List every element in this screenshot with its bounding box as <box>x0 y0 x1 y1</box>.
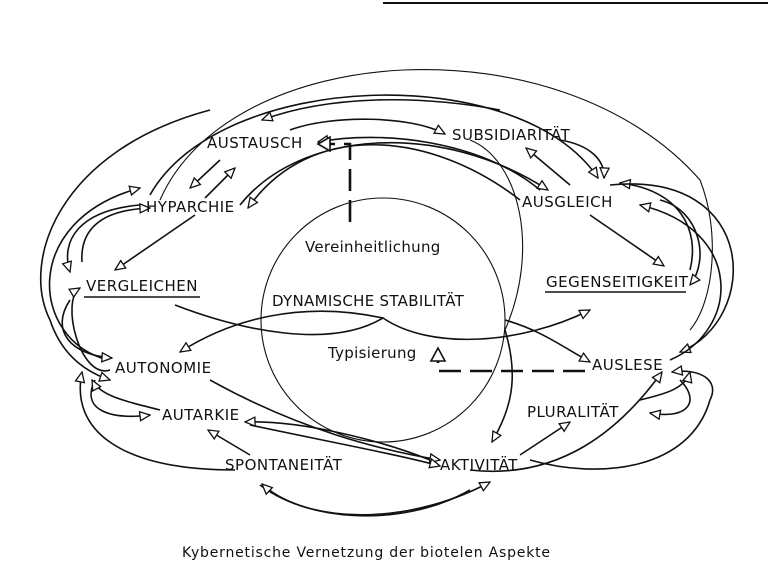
edge-vergleichen-hyparchie <box>81 208 150 263</box>
label-vereinheitlichung: Vereinheitlichung <box>305 238 441 256</box>
edge-subsid-austausch <box>262 98 501 120</box>
edge-austausch-hyparchie <box>190 159 221 188</box>
node-vergleichen: VERGLEICHEN <box>86 277 198 295</box>
dash-typisierung <box>436 358 585 373</box>
edge-aktivitaet-pluralitaet <box>519 422 570 456</box>
edge-right-outer-ausgleich <box>620 183 694 271</box>
edge-aktivitaet-spontan <box>262 484 471 517</box>
edge-center-autonomie <box>180 310 384 352</box>
edge-right-outer-1 <box>609 183 734 352</box>
edge-center-aktivitaet <box>492 329 514 442</box>
label-dynamische-stabilitaet: DYNAMISCHE STABILITÄT <box>272 291 465 310</box>
edge-autarkie-aktivitaet <box>249 424 440 466</box>
edge-hyparchie-vergleichen <box>68 204 141 272</box>
node-autarkie: AUTARKIE <box>162 406 240 424</box>
edge-aktivitaet-autarkie <box>245 422 431 461</box>
dash-vereinheitlichung <box>322 142 352 222</box>
edge-ausgleich-gegenseitigkeit <box>589 214 664 266</box>
node-auslese: AUSLESE <box>592 356 663 374</box>
node-pluralitaet: PLURALITÄT <box>527 402 619 421</box>
inner-arc <box>469 139 524 331</box>
label-typisierung: Typisierung <box>327 344 417 362</box>
edge-ausgleich-subsid <box>526 148 571 186</box>
node-autonomie: AUTONOMIE <box>115 359 212 377</box>
node-hyparchie: HYPARCHIE <box>146 198 235 216</box>
node-gegenseitigkeit: GEGENSEITIGKEIT <box>546 273 689 291</box>
edge-left-outer-2 <box>48 188 140 361</box>
edge-austausch-subsid <box>289 118 445 134</box>
edge-pluralitaet-auslese <box>639 372 690 401</box>
edge-vergleichen-autonomie <box>61 299 112 358</box>
edge-bottom-right-loop <box>529 371 714 470</box>
node-aktivitaet: AKTIVITÄT <box>440 455 518 474</box>
node-ausgleich: AUSGLEICH <box>522 193 613 211</box>
edge-gegenseitigkeit-right <box>659 199 700 285</box>
center-wave-lower <box>174 304 590 341</box>
edge-hyparchie-ausgleich-1 <box>239 141 548 206</box>
central-circle <box>260 197 506 443</box>
edge-hyparchie-austausch <box>204 168 235 199</box>
dash-vereinheitlichung-head <box>316 135 331 153</box>
outer-arc-top <box>159 69 713 331</box>
edge-subsid-ausgleich <box>559 139 604 178</box>
node-spontaneitaet: SPONTANEITÄT <box>225 455 343 474</box>
edge-left-outer <box>39 109 211 380</box>
outer-arc-top-2 <box>149 94 598 196</box>
edge-aktivitaet-auslese <box>469 372 662 472</box>
edge-autonomie-aktivitaet <box>209 379 440 460</box>
edge-right-outer-2 <box>640 205 722 361</box>
edge-ausgleich-hyparchie-1 <box>248 144 521 208</box>
edge-spontan-autarkie <box>208 430 251 456</box>
edge-spontan-aktivitaet <box>259 482 490 516</box>
edge-hyparchie-down <box>115 214 196 270</box>
edge-center-auslese <box>504 319 590 362</box>
node-austausch: AUSTAUSCH <box>207 134 303 152</box>
figure-caption: Kybernetische Vernetzung der biotelen As… <box>182 545 551 561</box>
edge-autarkie-autonomie <box>92 380 161 411</box>
edge-auslese-pluralitaet <box>650 379 691 414</box>
edge-ausgleich-austausch <box>318 137 541 191</box>
edge-autonomie-autarkie <box>90 379 150 416</box>
node-subsidiaritaet: SUBSIDIARITÄT <box>452 125 571 144</box>
edge-autonomie-left <box>72 288 111 372</box>
dash-typisierung-head <box>429 346 447 362</box>
edge-bottom-left-loop <box>80 372 236 471</box>
